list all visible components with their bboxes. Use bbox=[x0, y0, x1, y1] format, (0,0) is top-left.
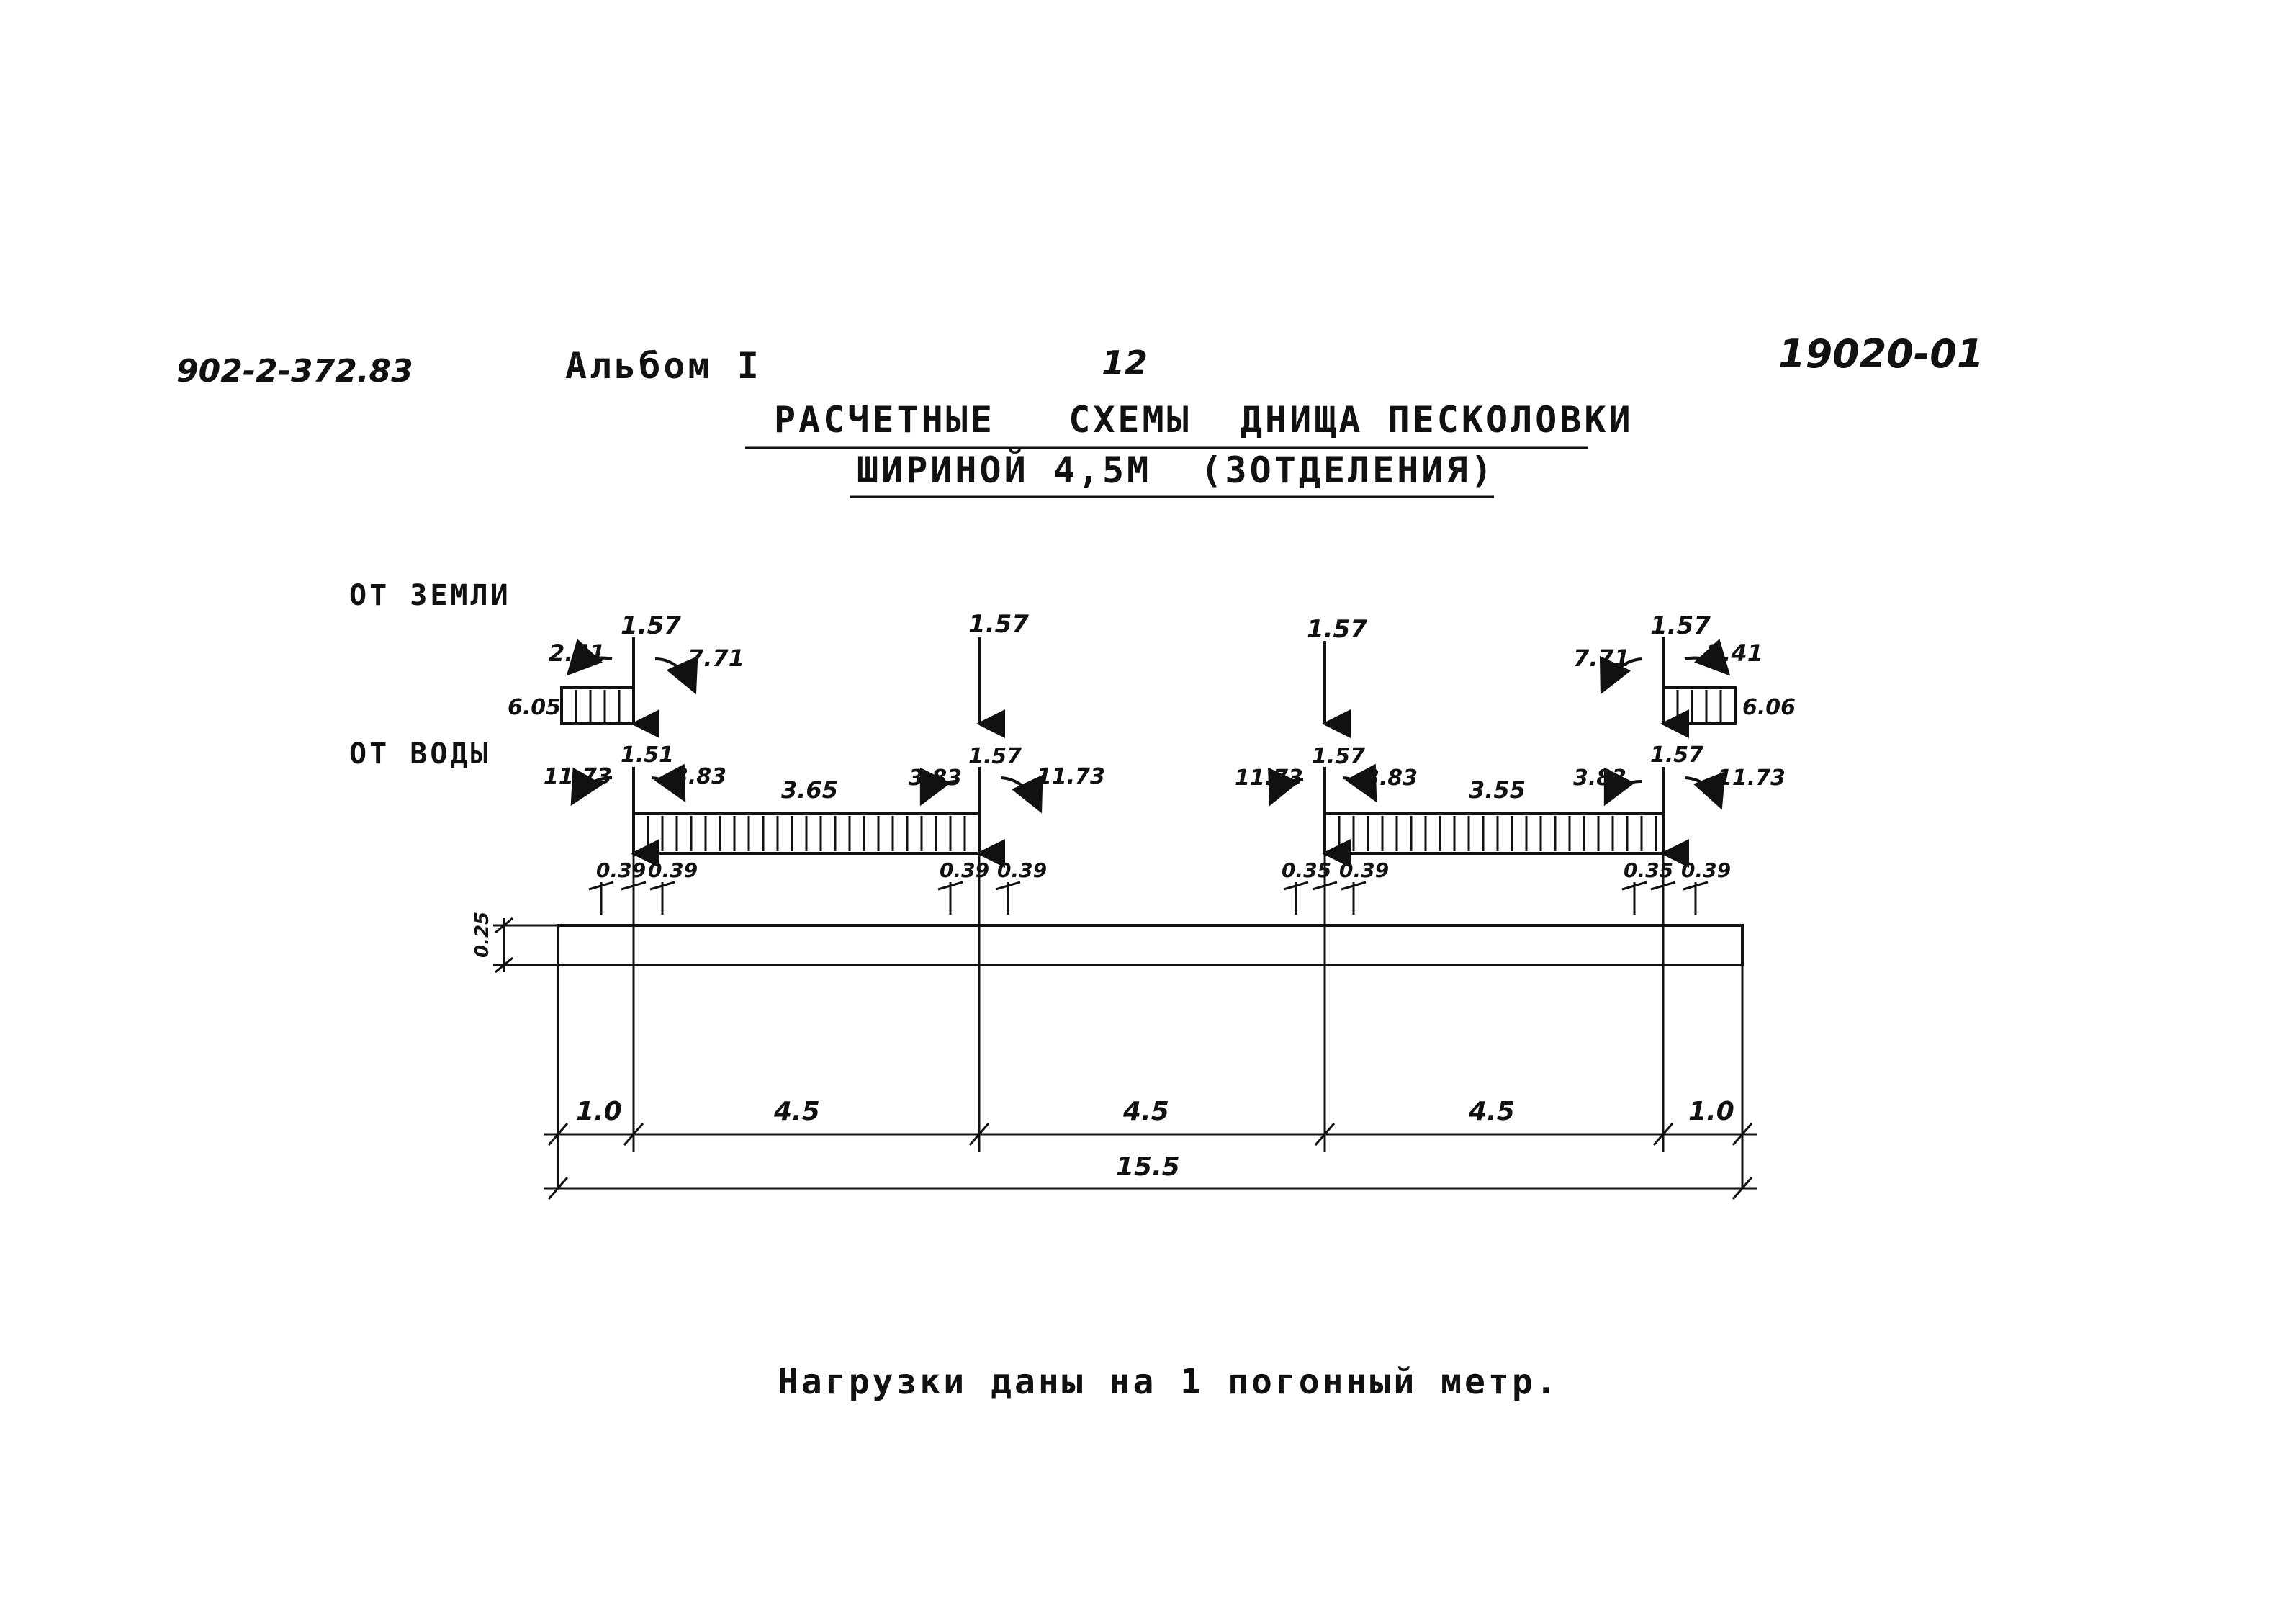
dim-cantilever-left: 1.0 bbox=[576, 1097, 622, 1126]
dim-total: 15.5 bbox=[1116, 1152, 1180, 1182]
soil-moment-right-out: 2.41 bbox=[1706, 639, 1763, 667]
water-moment-p1-out-arc bbox=[570, 767, 613, 807]
water-moment-p3-out: 11.73 bbox=[1235, 766, 1303, 791]
dim-cantilever-right: 1.0 bbox=[1688, 1097, 1734, 1126]
water-moment-p2-in: 3.83 bbox=[909, 766, 962, 791]
offset-label-8: 0.39 bbox=[1681, 858, 1731, 882]
offset-label-6: 0.39 bbox=[1339, 858, 1389, 882]
offset-label-7: 0.35 bbox=[1624, 858, 1673, 882]
soil-pressure-left-block bbox=[560, 686, 635, 725]
soil-moment-right-in: 7.71 bbox=[1573, 645, 1630, 672]
water-moment-p3-out-arc bbox=[1268, 767, 1304, 807]
footer-note: Нагрузки даны на 1 погонный метр. bbox=[778, 1362, 1559, 1402]
soil-pressure-left: 6.05 bbox=[508, 695, 561, 720]
water-span1-load-block bbox=[632, 812, 981, 855]
water-span1-load: 3.65 bbox=[781, 776, 838, 804]
bottom-slab bbox=[557, 924, 1744, 966]
label-from-water: ОТ ВОДЫ bbox=[349, 737, 491, 771]
water-moment-p2-out: 11.73 bbox=[1037, 764, 1105, 789]
soil-force-right: 1.57 bbox=[1650, 611, 1711, 640]
soil-moment-right-in-arc bbox=[1599, 655, 1642, 695]
album-label: Альбом I bbox=[565, 345, 762, 387]
soil-moment-right-out-arc bbox=[1684, 639, 1731, 676]
soil-moment-left-in-arc bbox=[654, 655, 698, 695]
offset-label-4: 0.39 bbox=[997, 858, 1047, 882]
water-force-p4: 1.57 bbox=[1650, 742, 1703, 768]
span-dimension-line bbox=[544, 1123, 1757, 1146]
title-line-1: РАСЧЕТНЫЕ СХЕМЫ ДНИЩА ПЕСКОЛОВКИ bbox=[774, 399, 1634, 441]
inventory-number: 19020-01 bbox=[1778, 331, 1984, 377]
soil-force-mid1: 1.57 bbox=[968, 610, 1029, 639]
dim-span-2: 4.5 bbox=[1122, 1097, 1169, 1126]
title-line-2: ШИРИНОЙ 4,5М (3ОТДЕЛЕНИЯ) bbox=[857, 449, 1495, 491]
soil-moment-left-out-arc bbox=[566, 639, 613, 676]
soil-moment-left-out: 2.41 bbox=[549, 639, 605, 667]
sheet-number: 12 bbox=[1102, 344, 1148, 382]
soil-force-mid2: 1.57 bbox=[1307, 615, 1367, 644]
water-moment-p1-in-arc bbox=[651, 763, 686, 803]
soil-pressure-right-block bbox=[1662, 686, 1737, 725]
soil-moment-left-in: 7.71 bbox=[688, 645, 744, 672]
water-moment-p4-out-arc bbox=[1684, 771, 1726, 810]
label-from-soil: ОТ ЗЕМЛИ bbox=[349, 579, 511, 612]
water-moment-p4-out: 11.73 bbox=[1717, 766, 1786, 791]
water-force-p1: 1.51 bbox=[621, 742, 674, 768]
slab-thickness-dim bbox=[493, 917, 558, 974]
dim-span-1: 4.5 bbox=[773, 1097, 820, 1126]
water-moment-p2-out-arc bbox=[1000, 774, 1043, 814]
doc-code: 902-2-372.83 bbox=[176, 353, 413, 390]
water-force-p2: 1.57 bbox=[968, 744, 1022, 769]
water-moment-p4-in-arc bbox=[1603, 767, 1642, 807]
dim-span-3: 4.5 bbox=[1468, 1097, 1515, 1126]
water-force-p3: 1.57 bbox=[1312, 744, 1365, 769]
soil-force-left: 1.57 bbox=[621, 611, 681, 640]
water-moment-p1-in: 3.83 bbox=[673, 764, 726, 789]
offset-marks bbox=[588, 881, 1709, 915]
support-lines bbox=[557, 853, 1744, 1188]
water-moment-p1-out: 11.73 bbox=[544, 764, 612, 789]
water-span3-load-block bbox=[1323, 812, 1665, 855]
offset-label-3: 0.39 bbox=[940, 858, 989, 882]
offset-label-5: 0.35 bbox=[1282, 858, 1331, 882]
water-moment-p4-in: 3.83 bbox=[1573, 766, 1626, 791]
water-moment-p2-in-arc bbox=[919, 767, 958, 807]
water-span3-load: 3.55 bbox=[1469, 776, 1526, 804]
slab-thickness: 0.25 bbox=[472, 912, 493, 958]
water-moment-p3-in-arc bbox=[1342, 763, 1377, 803]
total-dimension-line bbox=[544, 1177, 1757, 1200]
soil-pressure-right: 6.06 bbox=[1742, 695, 1796, 720]
offset-label-2: 0.39 bbox=[648, 858, 698, 882]
offset-label-1: 0.39 bbox=[596, 858, 646, 882]
water-moment-p3-in: 3.83 bbox=[1364, 766, 1418, 791]
